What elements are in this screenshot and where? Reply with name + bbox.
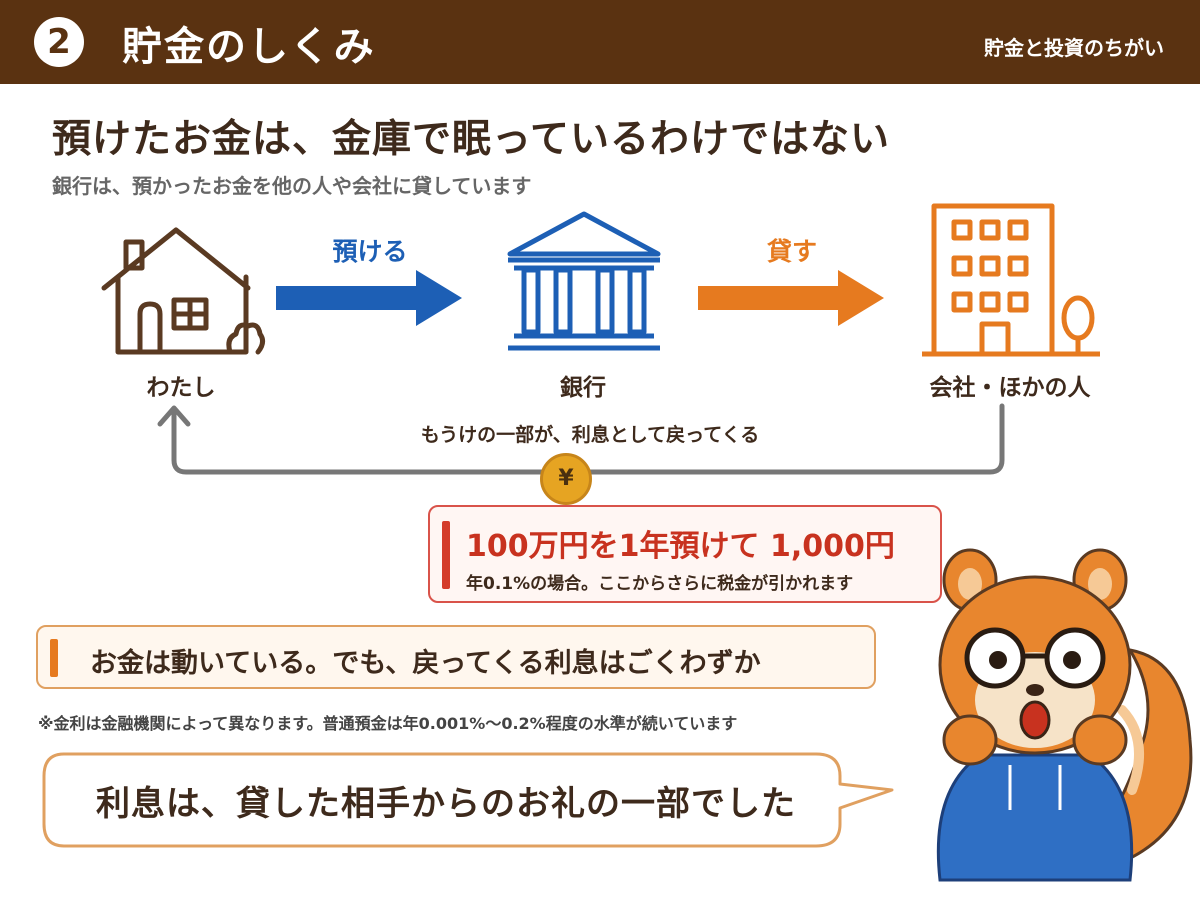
- squirrel-mascot-icon: [936, 548, 1193, 882]
- house-icon: [101, 227, 266, 355]
- headline: 預けたお金は、金庫で眠っているわけではない: [52, 117, 891, 162]
- header-bar: 2 貯金のしくみ 貯金と投資のちがい: [0, 0, 1200, 84]
- deposit-arrow: [276, 270, 462, 326]
- interest-example-note: 年0.1%の場合。ここからさらに税金が引かれます: [466, 574, 854, 594]
- lend-label: 貸す: [766, 237, 817, 266]
- interest-example-box: 100万円を1年預けて 1,000円 年0.1%の場合。ここからさらに税金が引か…: [428, 505, 942, 603]
- lend-arrow: [698, 270, 884, 326]
- key-point-box: お金は動いている。でも、戻ってくる利息はごくわずか: [36, 625, 876, 689]
- node-label-company: 会社・ほかの人: [929, 375, 1091, 401]
- node-label-me: わたし: [146, 375, 216, 401]
- accent-bar: [442, 521, 450, 589]
- lead-text: 銀行は、預かったお金を他の人や会社に貸しています: [52, 174, 532, 198]
- accent-bar: [50, 639, 58, 677]
- deposit-label: 預ける: [332, 237, 408, 266]
- page-title: 貯金のしくみ: [122, 24, 376, 70]
- yen-coin-icon: ¥: [540, 453, 592, 505]
- section-number: 2: [34, 17, 84, 67]
- footnote: ※金利は金融機関によって異なります。普通預金は年0.001%〜0.2%程度の水準…: [38, 714, 738, 733]
- speech-bubble: [42, 752, 894, 848]
- return-label: もうけの一部が、利息として戻ってくる: [420, 424, 760, 446]
- building-icon: [922, 203, 1100, 357]
- bubble-text: 利息は、貸した相手からのお礼の一部でした: [96, 784, 796, 824]
- key-point-text: お金は動いている。でも、戻ってくる利息はごくわずか: [90, 648, 761, 679]
- header-subtitle: 貯金と投資のちがい: [984, 36, 1164, 60]
- node-label-bank: 銀行: [560, 375, 606, 401]
- interest-example-main: 100万円を1年預けて 1,000円: [466, 529, 895, 564]
- bank-icon: [507, 211, 661, 351]
